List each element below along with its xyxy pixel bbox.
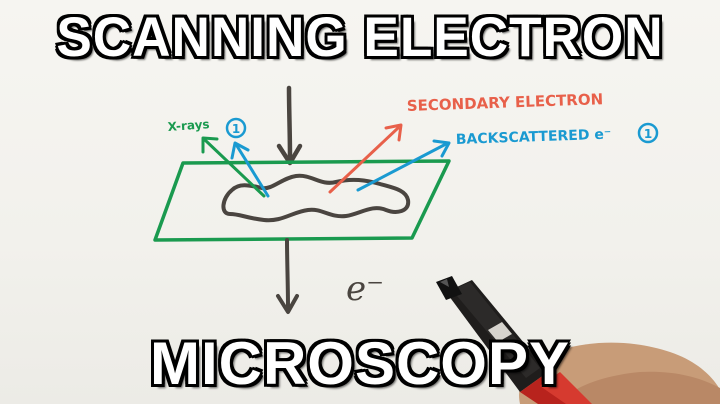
electron-label: e⁻ xyxy=(346,269,384,309)
backscattered-badge-number: 1 xyxy=(644,127,652,141)
secondary-electron-label: SECONDARY ELECTRON xyxy=(407,90,604,115)
xrays-label: X-rays xyxy=(167,117,210,134)
title-bottom: MICROSCOPY xyxy=(149,329,571,398)
sample-plane xyxy=(153,159,451,242)
transmitted-beam-arrow xyxy=(276,238,299,314)
xrays-arrow xyxy=(201,136,266,198)
backscattered-badge: 1 xyxy=(637,122,659,144)
xrays-blue-arrow xyxy=(230,141,270,198)
marker-pen-image xyxy=(436,276,720,404)
incident-beam-arrow xyxy=(276,85,303,166)
title-top: SCANNING ELECTRON xyxy=(55,4,664,69)
backscattered-label: BACKSCATTERED e⁻ xyxy=(456,127,612,148)
xrays-badge-number: 1 xyxy=(232,122,240,136)
xrays-badge: 1 xyxy=(225,117,247,139)
backscattered-arrow xyxy=(356,139,451,192)
specimen-outline xyxy=(221,173,411,223)
secondary-electron-arrow xyxy=(328,123,403,194)
